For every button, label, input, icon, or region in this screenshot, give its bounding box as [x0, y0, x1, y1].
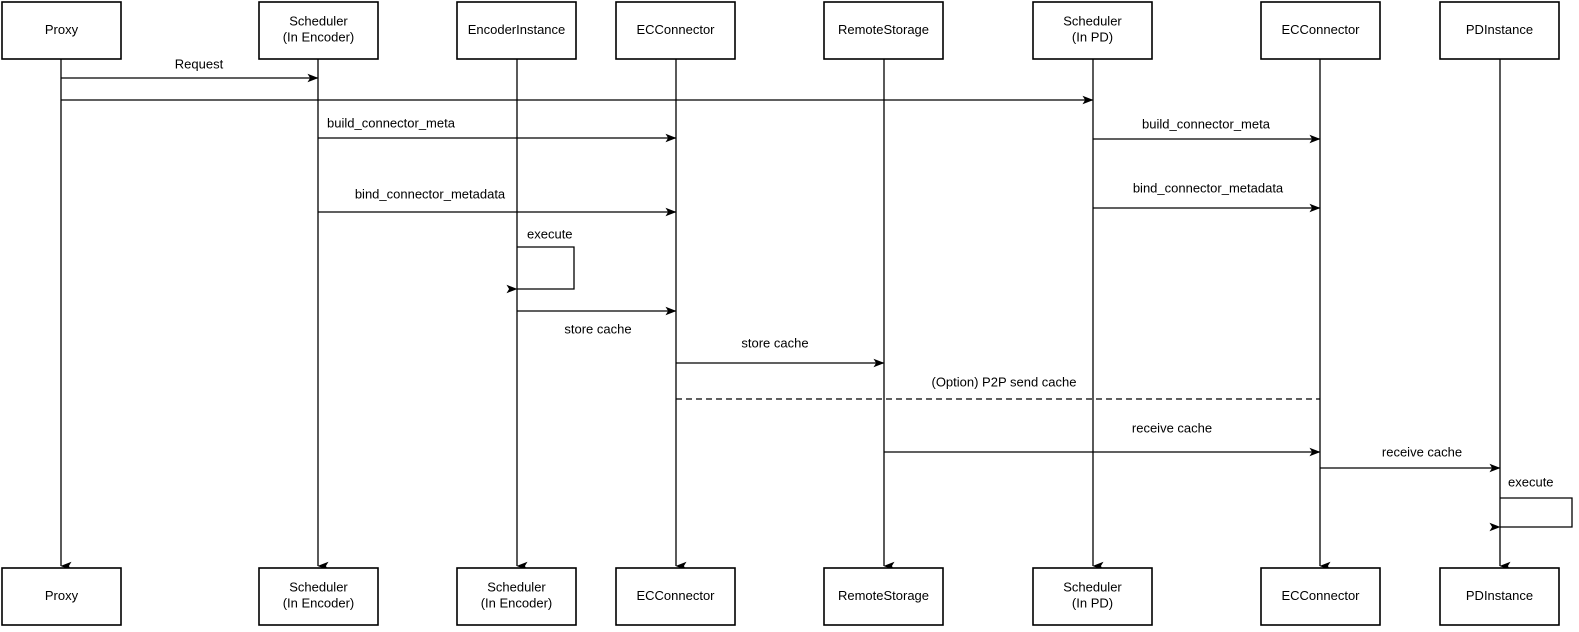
message-label-m7: execute [527, 226, 573, 241]
messages-layer: Request build_connector_meta build_connect… [61, 56, 1573, 532]
message-label-m13: execute [1508, 474, 1554, 489]
participant-label-scheduler_pd-bottom: Scheduler(In PD) [1063, 580, 1122, 611]
participant-box-scheduler_enc-bottom[interactable]: Scheduler(In Encoder) [258, 567, 379, 626]
message-m6[interactable]: bind_connector_metadata [1093, 180, 1321, 213]
message-m13[interactable]: execute [1489, 474, 1573, 532]
message-m7[interactable]: execute [506, 226, 575, 294]
message-label-m1: Request [175, 56, 224, 71]
message-label-m12: receive cache [1382, 444, 1462, 459]
participant-box-ec_connector_b-top[interactable]: ECConnector [1260, 1, 1381, 60]
message-label-m4: build_connector_meta [1142, 116, 1271, 131]
participant-box-encoder_inst-bottom[interactable]: Scheduler(In Encoder) [456, 567, 577, 626]
participant-box-ec_connector_a-bottom[interactable]: ECConnector [615, 567, 736, 626]
participant-label-remote_storage-top: RemoteStorage [838, 22, 929, 37]
message-m3[interactable]: build_connector_meta [318, 115, 677, 143]
participant-box-pd_instance-top[interactable]: PDInstance [1439, 1, 1560, 60]
message-label-m3: build_connector_meta [327, 115, 456, 130]
participant-label-remote_storage-bottom: RemoteStorage [838, 588, 929, 603]
self-message-line-m13 [1489, 497, 1573, 532]
message-m5[interactable]: bind_connector_metadata [318, 186, 677, 217]
message-m8[interactable]: store cache [517, 306, 677, 336]
message-label-m5: bind_connector_metadata [355, 186, 506, 201]
participant-box-scheduler_pd-top[interactable]: Scheduler(In PD) [1032, 1, 1153, 60]
self-message-line-m7 [506, 246, 575, 294]
participant-label-pd_instance-top: PDInstance [1466, 22, 1533, 37]
participant-box-remote_storage-top[interactable]: RemoteStorage [823, 1, 944, 60]
message-label-m11: receive cache [1132, 420, 1212, 435]
message-label-m6: bind_connector_metadata [1133, 180, 1284, 195]
message-label-m8: store cache [564, 321, 631, 336]
participant-box-ec_connector_b-bottom[interactable]: ECConnector [1260, 567, 1381, 626]
participant-box-ec_connector_a-top[interactable]: ECConnector [615, 1, 736, 60]
message-m10[interactable]: (Option) P2P send cache [676, 374, 1320, 400]
participant-box-proxy-top[interactable]: Proxy [1, 1, 122, 60]
message-m12[interactable]: receive cache [1320, 444, 1501, 473]
message-m9[interactable]: store cache [676, 335, 885, 368]
participant-box-scheduler_enc-top[interactable]: Scheduler(In Encoder) [258, 1, 379, 60]
participant-label-pd_instance-bottom: PDInstance [1466, 588, 1533, 603]
participant-box-scheduler_pd-bottom[interactable]: Scheduler(In PD) [1032, 567, 1153, 626]
participant-box-encoder_inst-top[interactable]: EncoderInstance [456, 1, 577, 60]
message-m4[interactable]: build_connector_meta [1093, 116, 1321, 144]
participant-box-pd_instance-bottom[interactable]: PDInstance [1439, 567, 1560, 626]
participant-label-encoder_inst-top: EncoderInstance [468, 22, 566, 37]
participant-label-scheduler_enc-top: Scheduler(In Encoder) [283, 14, 355, 45]
lifelines-layer [60, 59, 1511, 571]
message-label-m9: store cache [741, 335, 808, 350]
participant-box-remote_storage-bottom[interactable]: RemoteStorage [823, 567, 944, 626]
participant-label-proxy-bottom: Proxy [45, 588, 79, 603]
participant-box-proxy-bottom[interactable]: Proxy [1, 567, 122, 626]
message-m1[interactable]: Request [61, 56, 319, 83]
participant-label-proxy-top: Proxy [45, 22, 79, 37]
message-m11[interactable]: receive cache [884, 420, 1321, 457]
participant-label-scheduler_pd-top: Scheduler(In PD) [1063, 14, 1122, 45]
participant-label-ec_connector_a-bottom: ECConnector [636, 588, 715, 603]
participant-label-ec_connector_b-bottom: ECConnector [1281, 588, 1360, 603]
participant-label-ec_connector_b-top: ECConnector [1281, 22, 1360, 37]
participant-label-scheduler_enc-bottom: Scheduler(In Encoder) [283, 580, 355, 611]
participant-label-encoder_inst-bottom: Scheduler(In Encoder) [481, 580, 553, 611]
message-label-m10: (Option) P2P send cache [931, 374, 1076, 389]
participant-label-ec_connector_a-top: ECConnector [636, 22, 715, 37]
